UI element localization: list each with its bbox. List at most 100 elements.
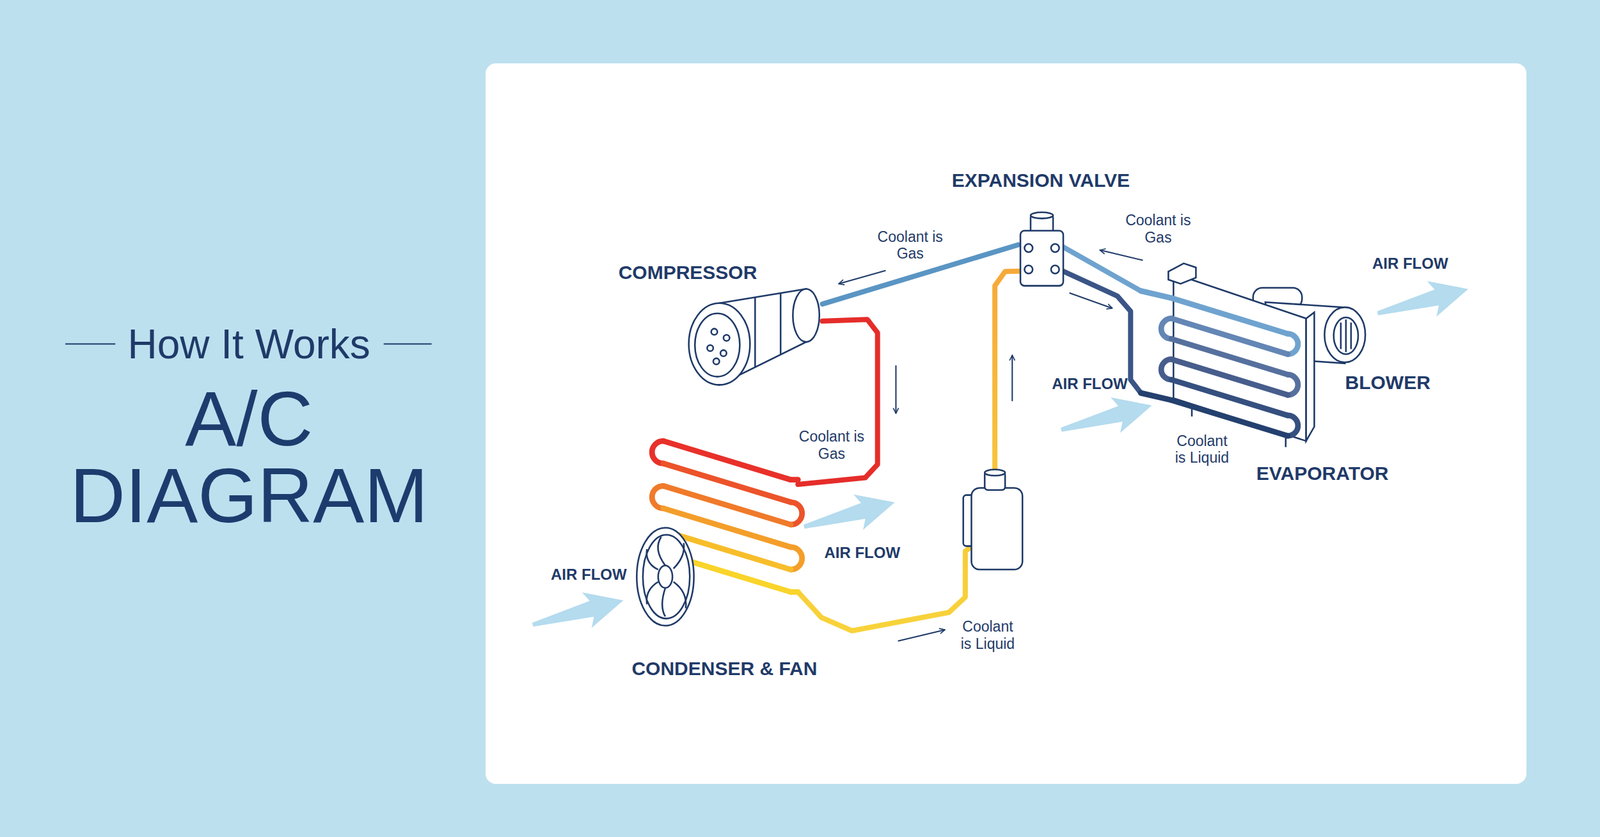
condenser-coil (790, 546, 803, 570)
pipe-label: Coolant is Liquid (955, 617, 1020, 652)
blower-drawing (1340, 322, 1343, 349)
fan-drawing (657, 536, 665, 566)
condenser-coil (663, 463, 791, 503)
evaporator-drawing (1306, 312, 1315, 441)
compressor-drawing (689, 288, 820, 385)
compressor-drawing (792, 288, 819, 342)
fan-drawing (673, 543, 684, 569)
component-node: CONDENSER & FAN (634, 428, 798, 628)
condenser-coil (651, 485, 664, 508)
evaporator-coil (1171, 399, 1288, 436)
subtitle: How It Works (127, 320, 371, 368)
airflow-label: AIR FLOW (823, 543, 901, 562)
expansion-valve-drawing (1024, 243, 1033, 253)
airflow-arrow (527, 271, 1473, 643)
compressor-drawing (689, 303, 751, 386)
component-node: EXPANSION VALVE (1018, 212, 1064, 288)
fan-drawing (636, 527, 694, 626)
receiver-drier-drawing (963, 469, 1023, 570)
title-rule (65, 343, 116, 345)
blower-drawing (1345, 319, 1348, 352)
airflow-label: AIR FLOW (1372, 254, 1449, 273)
compressor-drawing (723, 334, 730, 341)
condenser-coil (790, 589, 798, 595)
diagram-title: A/C DIAGRAM (50, 380, 448, 534)
evaporator-coil (1171, 379, 1288, 416)
blower-drawing (1350, 322, 1353, 349)
pipe-label: Coolant is Gas (790, 427, 874, 462)
blower-drawing (1333, 317, 1359, 354)
evaporator-drawing (1168, 263, 1196, 285)
evaporator-coil (1287, 374, 1299, 395)
airflow-label: AIR FLOW (1051, 374, 1128, 393)
fan-drawing (636, 527, 694, 626)
evaporator-coil (1140, 291, 1172, 299)
component-node: BLOWER (1260, 291, 1371, 365)
flow-arrow (895, 365, 897, 414)
expansion-valve-drawing (1030, 212, 1054, 219)
evaporator-drawing (1168, 263, 1315, 448)
compressor-drawing (706, 344, 714, 352)
flow-arrow (838, 250, 1143, 642)
evaporator-coil (1171, 358, 1288, 395)
evaporator-coil (1140, 291, 1299, 437)
flow-arrow (838, 270, 886, 285)
component-label: COMPRESSOR (618, 261, 758, 284)
compressor-drawing (720, 349, 727, 357)
expansion-valve-drawing (1051, 265, 1060, 274)
condenser-coil (790, 502, 803, 525)
evaporator-coil (1171, 339, 1288, 375)
component-node: COMPRESSOR (689, 285, 823, 393)
pipe-label: Coolant is Gas (1116, 211, 1200, 246)
expansion-valve-drawing (1020, 230, 1064, 286)
blower-drawing (1324, 307, 1366, 363)
evaporator-coil (1140, 392, 1172, 400)
fan-drawing (673, 581, 687, 608)
expansion-valve-drawing (1024, 265, 1033, 274)
condenser-coil (663, 440, 791, 480)
evaporator-coil (1171, 318, 1288, 355)
airflow-arrow (1372, 271, 1474, 331)
expansion-valve-drawing (1020, 212, 1064, 286)
pipe-label: Coolant is Gas (868, 227, 952, 262)
component-label: CONDENSER & FAN (631, 657, 817, 680)
airflow-arrow (799, 484, 900, 544)
compressor-drawing (779, 293, 782, 355)
flow-arrow (1069, 293, 1113, 309)
receiver-drier-drawing (984, 469, 1006, 476)
coolant-pipe (1063, 271, 1141, 393)
fan-drawing (658, 565, 673, 588)
expansion-valve-drawing (1051, 243, 1060, 253)
evaporator-coil (1287, 333, 1299, 355)
airflow-arrow (1056, 387, 1157, 448)
title-rule (383, 343, 432, 345)
flow-arrow (898, 629, 945, 642)
component-label: EXPANSION VALVE (951, 169, 1130, 192)
condenser-coil (663, 485, 791, 525)
compressor-drawing (754, 296, 757, 368)
component-node: EVAPORATOR (1140, 267, 1313, 443)
fan-drawing (662, 587, 666, 617)
fan-drawing (646, 581, 659, 604)
evaporator-coil (1171, 298, 1288, 334)
compressor-drawing (711, 328, 718, 336)
evaporator-coil (1161, 318, 1172, 340)
evaporator-coil (1287, 415, 1299, 436)
component-label: EVAPORATOR (1256, 462, 1389, 485)
pipe-label: Coolant is Liquid (1170, 431, 1235, 466)
fan-drawing (642, 534, 690, 619)
coolant-pipe (1063, 246, 1141, 292)
receiver-drier-drawing (971, 487, 1023, 570)
condenser-coil (651, 440, 664, 464)
component-label: BLOWER (1345, 371, 1431, 394)
compressor-drawing (713, 358, 720, 365)
condenser-coil (790, 476, 798, 483)
airflow-label: AIR FLOW (550, 565, 627, 584)
flow-arrow (1011, 355, 1013, 402)
evaporator-coil (1161, 358, 1172, 380)
airflow-arrow (527, 582, 629, 642)
fan-drawing (646, 548, 659, 570)
flow-arrow (1099, 250, 1143, 261)
compressor-drawing (694, 313, 740, 377)
